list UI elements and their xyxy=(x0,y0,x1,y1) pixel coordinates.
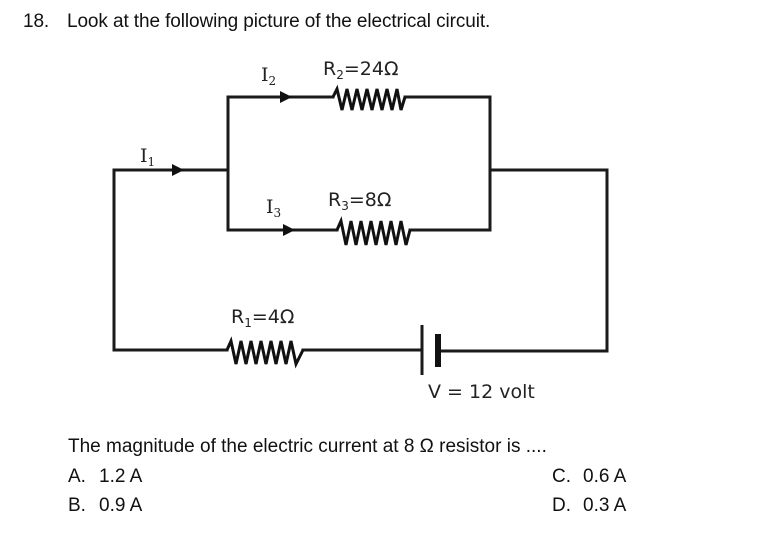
current-arrow-i2 xyxy=(280,91,292,103)
option-value: 1.2 A xyxy=(99,466,143,487)
label-r1: R1=4Ω xyxy=(231,306,294,330)
option-letter: A. xyxy=(68,466,86,487)
option-letter: B. xyxy=(68,495,86,516)
option-value: 0.9 A xyxy=(99,495,143,516)
label-voltage: V = 12 volt xyxy=(428,381,535,403)
option-value: 0.6 A xyxy=(583,466,627,487)
question-prompt: The magnitude of the electric current at… xyxy=(68,436,547,457)
label-r2: R2=24Ω xyxy=(323,58,398,82)
current-arrow-i1 xyxy=(172,164,184,176)
label-r3: R3=8Ω xyxy=(328,189,391,213)
option-letter: D. xyxy=(552,495,571,516)
label-i2: I2 xyxy=(261,64,276,88)
label-i3: I3 xyxy=(266,196,281,220)
option-b[interactable]: B. 0.9 A xyxy=(68,495,142,517)
option-c[interactable]: C. 0.6 A xyxy=(552,466,626,488)
circuit-diagram: I1 I2 I3 R2=24Ω R3=8Ω R1=4Ω V = 12 volt xyxy=(112,58,609,403)
resistor-r2 xyxy=(331,84,407,111)
wire-right-outer xyxy=(436,168,609,353)
label-i1: I1 xyxy=(140,145,155,169)
option-d[interactable]: D. 0.3 A xyxy=(552,495,626,517)
resistor-r1 xyxy=(225,336,305,369)
question-title-text: Look at the following picture of the ele… xyxy=(67,11,491,32)
resistor-r3 xyxy=(335,216,412,246)
question-title: 18. Look at the following picture of the … xyxy=(23,11,490,33)
option-letter: C. xyxy=(552,466,571,487)
option-value: 0.3 A xyxy=(583,495,627,516)
option-a[interactable]: A. 1.2 A xyxy=(68,466,142,488)
wire-left-outer xyxy=(112,168,230,352)
question-number: 18. xyxy=(23,11,50,32)
current-arrow-i3 xyxy=(283,224,295,236)
